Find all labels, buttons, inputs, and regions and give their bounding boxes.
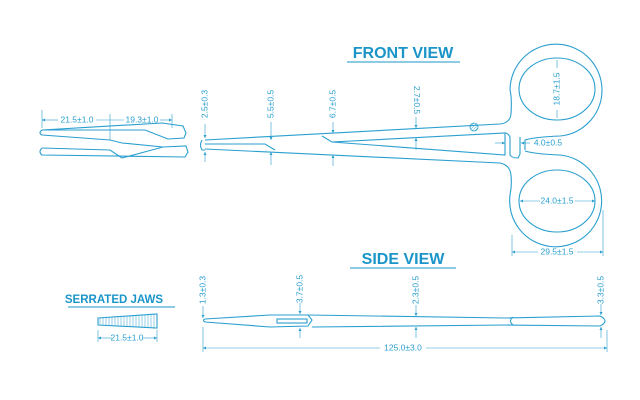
dim-arm-width: 2.7±0.5 <box>412 86 422 115</box>
dim-jaw-height: 5.5±0.5 <box>265 90 275 119</box>
front-view-heading: FRONT VIEW <box>347 45 460 63</box>
side-view: 1.3±0.3 3.7±0.5 2.3±0.5 3.3±0.5 125.0±3.… <box>197 275 608 352</box>
dim-jaw-thickness: 3.7±0.5 <box>294 275 304 304</box>
dim-tip-thickness: 1.3±0.3 <box>197 276 207 305</box>
serrated-jaws: 21.5±1.0 <box>97 313 158 342</box>
side-view-heading: SIDE VIEW <box>350 251 456 269</box>
svg-text:SIDE VIEW: SIDE VIEW <box>362 251 446 268</box>
dim-shank-thickness: 2.3±0.5 <box>410 276 420 305</box>
front-view: 2.5±0.3 5.5±0.5 6.7±0.5 2.7±0.5 18.7±1.5… <box>199 43 604 256</box>
dim-tip-height: 2.5±0.3 <box>199 90 209 119</box>
dim-upper-ring: 18.7±1.5 <box>551 72 561 105</box>
dim-ring-width: 29.5±1.5 <box>540 246 573 256</box>
dim-jaw-tip: 21.5±1.0 <box>60 114 93 124</box>
svg-text:SERRATED JAWS: SERRATED JAWS <box>65 294 164 306</box>
dim-overall-length: 125.0±3.0 <box>384 342 422 352</box>
dim-ring-thickness: 3.3±0.5 <box>595 276 605 305</box>
dim-jaw-mid: 19.3±1.0 <box>125 114 158 124</box>
jaw-detail: 21.5±1.0 19.3±1.0 <box>39 110 189 159</box>
dim-shank-height: 6.7±0.5 <box>327 90 337 119</box>
dim-serrated-length: 21.5±1.0 <box>110 332 143 342</box>
svg-text:FRONT VIEW: FRONT VIEW <box>353 45 454 62</box>
serrated-jaws-heading: SERRATED JAWS <box>65 294 175 308</box>
dim-joint-gap: 4.0±0.5 <box>534 137 563 147</box>
dim-lower-ring: 24.0±1.5 <box>540 195 573 205</box>
